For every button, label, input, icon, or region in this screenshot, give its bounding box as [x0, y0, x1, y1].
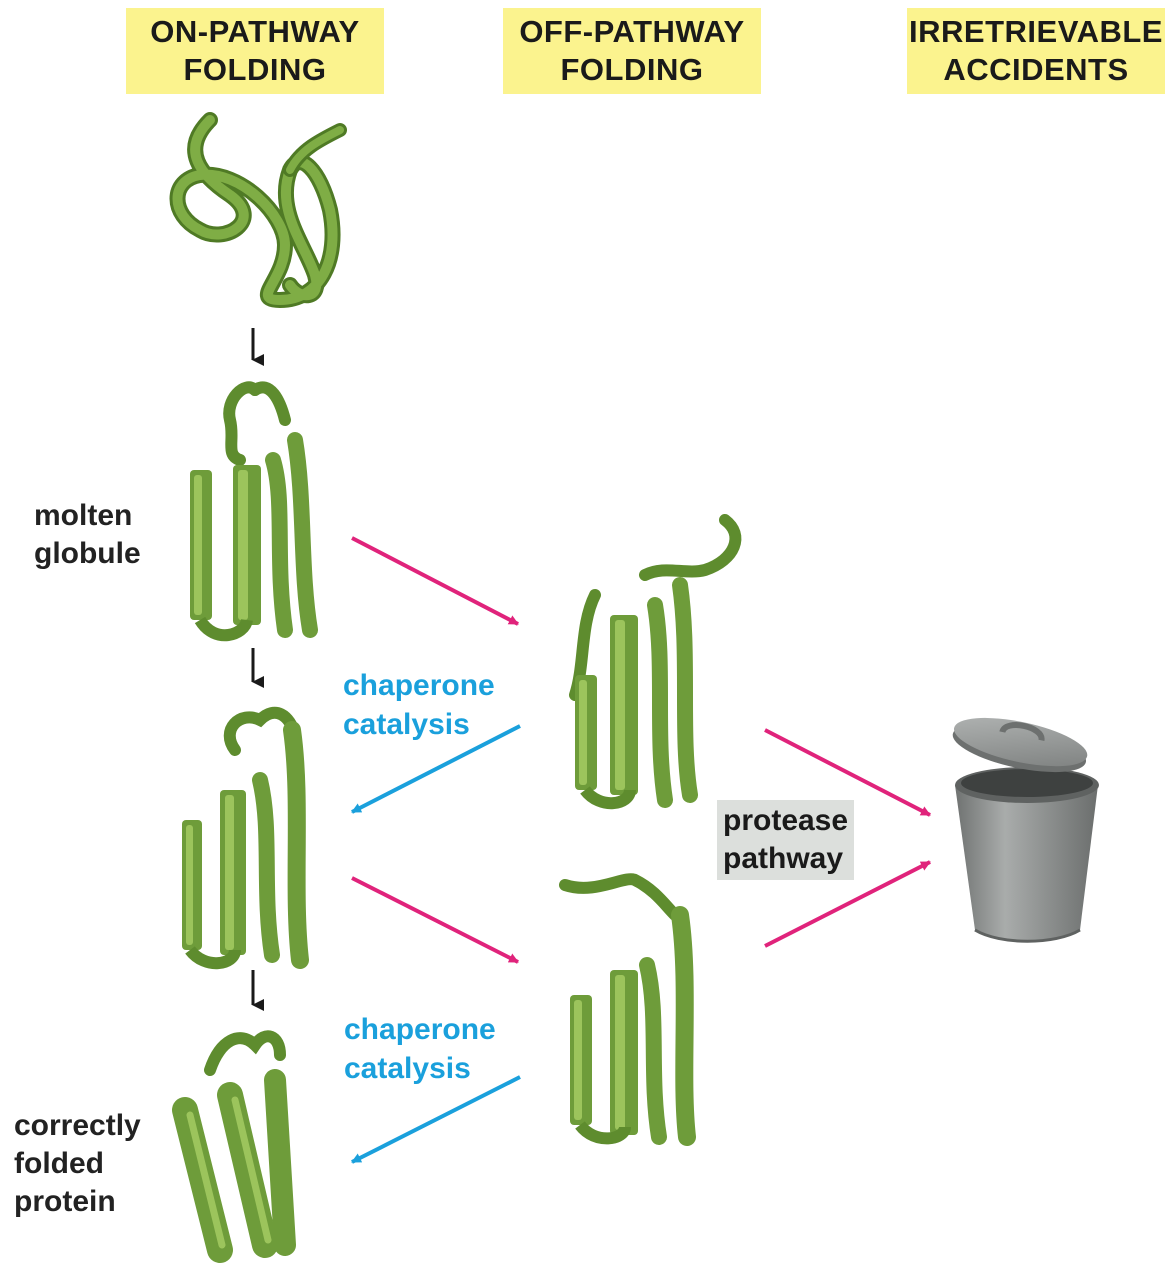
- protease-pathway-label: protease pathway: [717, 800, 854, 880]
- label-molten-globule-line1: molten: [34, 497, 141, 535]
- chaperone-catalysis-2-line1: chaperone: [344, 1010, 496, 1049]
- unfolded-chain-icon: [178, 120, 341, 300]
- chaperone-catalysis-2: chaperone catalysis: [344, 1010, 496, 1088]
- off-pathway-arrows: [352, 538, 930, 962]
- protein-ribbon-icon: [182, 387, 735, 1250]
- chaperone-catalysis-2-line2: catalysis: [344, 1049, 496, 1088]
- chaperone-catalysis-1-line1: chaperone: [343, 666, 495, 705]
- label-correctly-folded-line2: folded: [14, 1145, 141, 1183]
- label-correctly-folded: correctly folded protein: [14, 1107, 141, 1221]
- label-correctly-folded-line1: correctly: [14, 1107, 141, 1145]
- protease-pathway-line1: protease: [723, 802, 848, 840]
- label-correctly-folded-line3: protein: [14, 1183, 141, 1221]
- label-molten-globule-line2: globule: [34, 535, 141, 573]
- protease-pathway-line2: pathway: [723, 840, 848, 878]
- trash-can-icon: [949, 708, 1099, 941]
- chaperone-catalysis-1: chaperone catalysis: [343, 666, 495, 744]
- chaperone-arrows: [352, 726, 520, 1162]
- chaperone-catalysis-1-line2: catalysis: [343, 705, 495, 744]
- label-molten-globule: molten globule: [34, 497, 141, 573]
